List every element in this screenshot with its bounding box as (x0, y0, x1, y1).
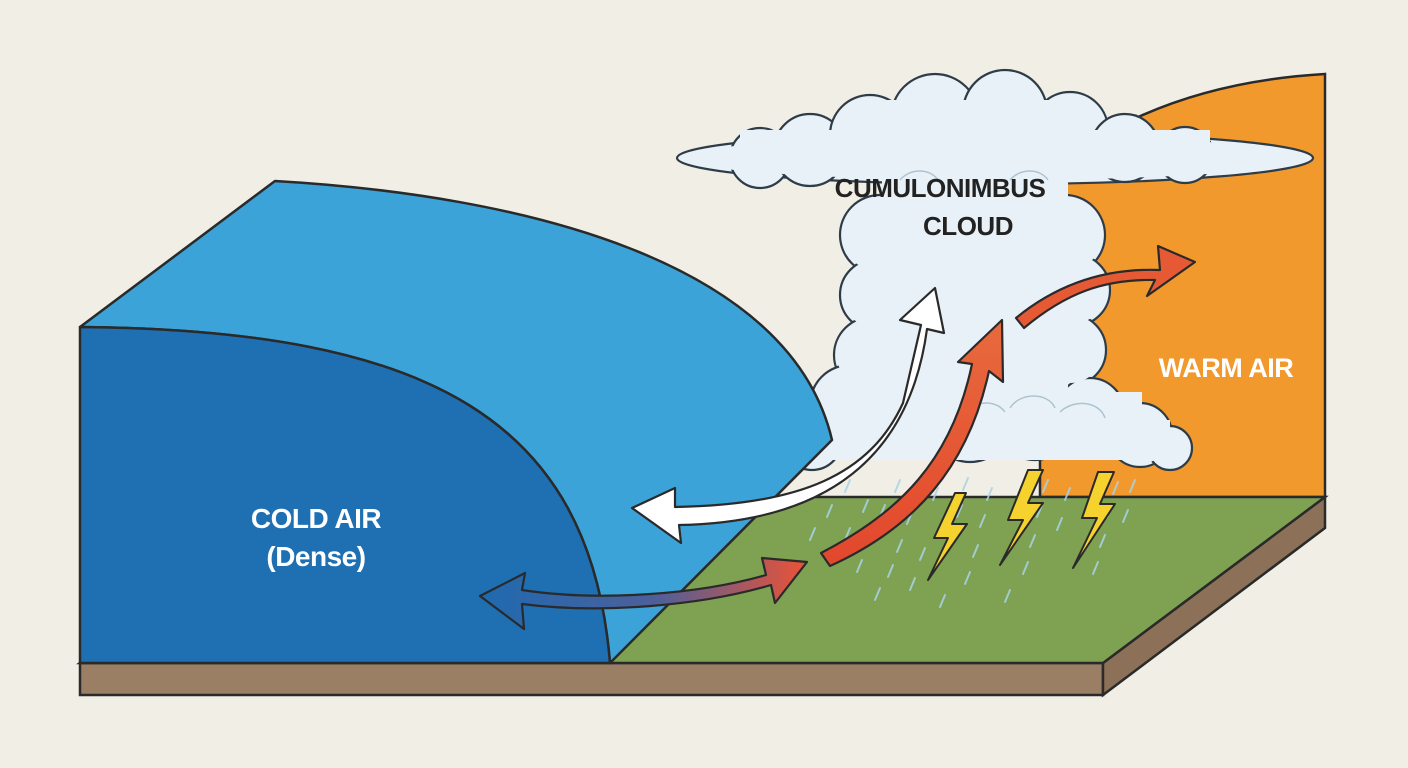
ground-front-side (78, 661, 1105, 697)
lightning-bolt-icon (999, 469, 1044, 566)
cold-air-mass (78, 179, 834, 665)
rain-icon (809, 477, 1136, 608)
cloud-label-line2: CLOUD (923, 211, 1013, 241)
cold-air-label-line2: (Dense) (266, 541, 365, 572)
cold-air-label-line1: COLD AIR (251, 503, 382, 534)
air-flow-arrows (478, 244, 1197, 631)
lightning-bolts (927, 469, 1116, 581)
undercutting-air-arrow-icon (478, 556, 809, 631)
rising-air-arrow-icon (630, 286, 946, 545)
lightning-bolt-icon (927, 492, 968, 581)
warm-air-label: WARM AIR (1159, 353, 1293, 383)
lightning-bolt-icon (1072, 471, 1116, 569)
warm-updraft-arrow-icon (819, 318, 1005, 568)
cloud-label-line1: CUMULONIMBUS (835, 173, 1046, 203)
warm-outflow-arrow-icon (1014, 244, 1197, 330)
